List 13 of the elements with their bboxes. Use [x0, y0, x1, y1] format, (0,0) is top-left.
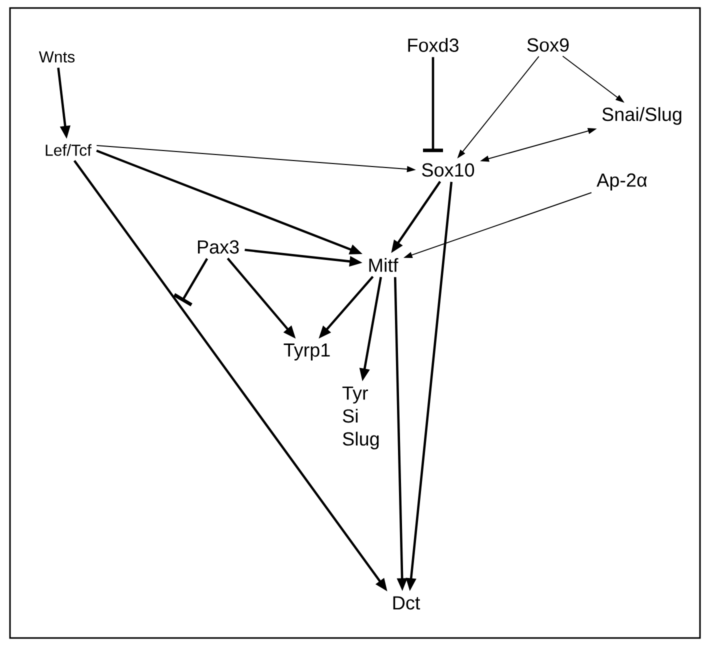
gene-label: Sox9	[527, 38, 569, 52]
gene-label: Pax3	[198, 240, 239, 254]
gene-label: Sox10	[422, 163, 474, 177]
gene-label: Snai/Slug	[602, 107, 682, 125]
gene-label: Lef/Tcf	[46, 144, 92, 156]
gene-label: Mitf	[369, 258, 398, 272]
gene-label: Wnts	[38, 51, 75, 63]
gene-label: Ap-2α	[596, 173, 647, 191]
gene-label: Dct	[393, 596, 420, 610]
gene-label: Foxd3	[408, 38, 458, 52]
gene-label: Tyr Si Slug	[342, 386, 379, 450]
gene-label: Tyrp1	[284, 344, 330, 360]
inhibition-line	[423, 57, 443, 152]
